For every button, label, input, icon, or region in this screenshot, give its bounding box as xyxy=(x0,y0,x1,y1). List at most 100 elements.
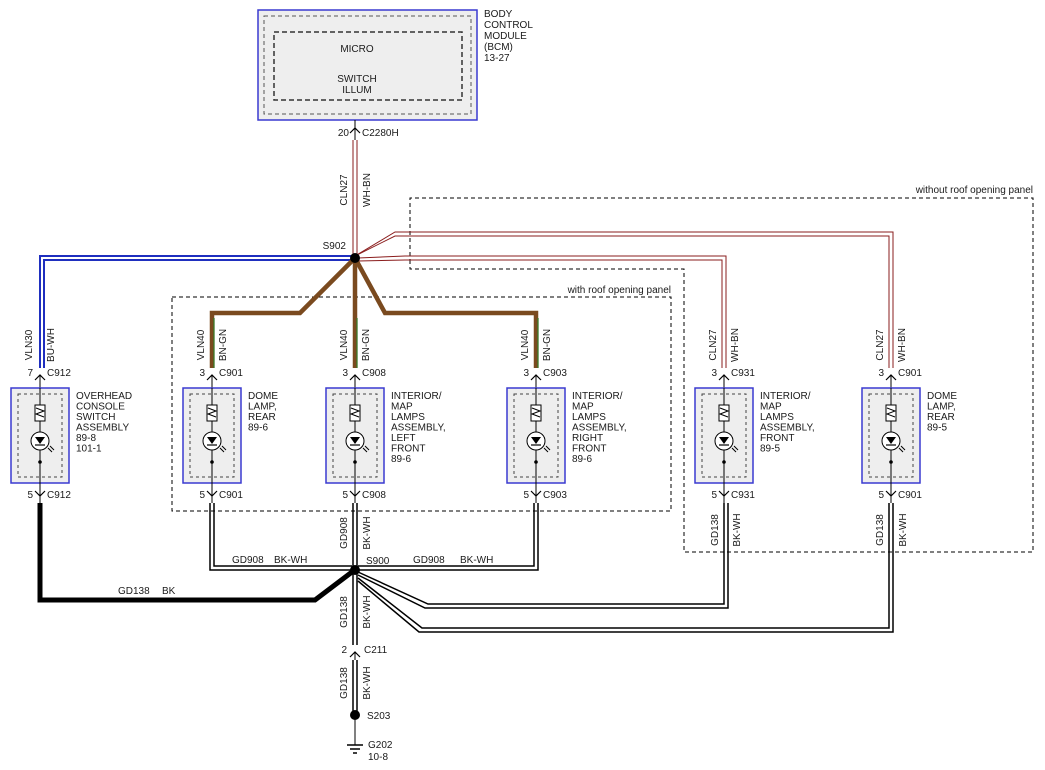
connector-chevron-icon xyxy=(718,490,730,497)
feed-wire-with-roof xyxy=(209,256,539,378)
gw-trunk-lower-circuit: GD138 xyxy=(339,667,350,699)
pin-out: 5 xyxy=(711,490,717,501)
ground-name: G202 xyxy=(368,740,393,751)
inline-connector-c211 xyxy=(349,645,361,660)
component-name-line: 89-8 xyxy=(76,433,96,444)
gw-right-map-color: BK-WH xyxy=(460,555,493,566)
bcm-wire-color: WH-BN xyxy=(362,173,373,207)
region-without-roof-outline xyxy=(409,197,1034,553)
splice-s902 xyxy=(350,253,360,263)
gw-left-front-circuit: GD908 xyxy=(339,517,350,549)
component-name-line: LEFT xyxy=(391,433,415,444)
c211-pin: 2 xyxy=(341,645,347,656)
component-name-line: FRONT xyxy=(391,444,425,455)
component-name-line: 89-5 xyxy=(760,444,780,455)
pin-out: 5 xyxy=(27,490,33,501)
ground-wires xyxy=(37,503,894,745)
component-name-line: RIGHT xyxy=(572,433,603,444)
component-name-line: 89-5 xyxy=(927,423,947,434)
component-name-line: ASSEMBLY, xyxy=(391,423,446,434)
gw-rear-dome-circuit: GD138 xyxy=(875,514,886,546)
wire-circuit: VLN40 xyxy=(339,329,350,360)
wire-color: BN-GN xyxy=(361,329,372,361)
svg-text:BODY: BODY xyxy=(484,9,513,20)
connector-in: C908 xyxy=(362,368,386,379)
component-name-line: FRONT xyxy=(760,433,794,444)
wire-circuit: VLN30 xyxy=(24,329,35,360)
splice-s900-label: S900 xyxy=(366,556,390,567)
wire-circuit: VLN40 xyxy=(520,329,531,360)
pin-in: 3 xyxy=(199,368,205,379)
wire-color: BN-GN xyxy=(542,329,553,361)
component-name-line: SWITCH xyxy=(76,412,115,423)
connector-in: C901 xyxy=(898,368,922,379)
pin-out: 5 xyxy=(199,490,205,501)
wire-circuit: CLN27 xyxy=(708,329,719,361)
feed-wire-overhead-console xyxy=(39,255,355,378)
gw-left-dome-circuit: GD908 xyxy=(232,555,264,566)
pin-out: 5 xyxy=(523,490,529,501)
bcm-connector: C2280H xyxy=(362,128,399,139)
gw-front-map-color: BK-WH xyxy=(732,513,743,546)
ground-ref: 10-8 xyxy=(368,752,388,763)
component-name-line: FRONT xyxy=(572,444,606,455)
gw-right-map-circuit: GD908 xyxy=(413,555,445,566)
gw-left-front-color: BK-WH xyxy=(362,516,373,549)
bcm-switch-label: SWITCH xyxy=(337,74,376,85)
ground-symbol-icon xyxy=(347,744,363,754)
bcm-pin: 20 xyxy=(338,128,350,139)
component-name-line: ASSEMBLY, xyxy=(760,423,815,434)
connector-chevron-icon xyxy=(34,490,46,497)
gw-trunk-upper-color: BK-WH xyxy=(362,595,373,628)
wire-circuit: VLN40 xyxy=(196,329,207,360)
pin-in: 3 xyxy=(878,368,884,379)
component-name-line: DOME xyxy=(927,391,957,402)
region-without-roof-label: without roof opening panel xyxy=(915,185,1033,196)
connector-out: C931 xyxy=(731,490,755,501)
wire-color: WH-BN xyxy=(897,328,908,362)
splice-s902-label: S902 xyxy=(323,241,347,252)
feed-wire-without-roof xyxy=(354,231,894,378)
bcm-connector-chevron xyxy=(349,127,361,134)
connector-out: C901 xyxy=(219,490,243,501)
component-name-line: INTERIOR/ xyxy=(572,391,623,402)
bcm-illum-label: ILLUM xyxy=(342,85,371,96)
component-name-line: 89-6 xyxy=(391,454,411,465)
component-name-line: MAP xyxy=(572,402,594,413)
splice-s203-label: S203 xyxy=(367,711,391,722)
component-name-line: 89-6 xyxy=(248,423,268,434)
component-name-line: LAMPS xyxy=(391,412,425,423)
connector-chevron-icon xyxy=(530,490,542,497)
gw-left-dome-color: BK-WH xyxy=(274,555,307,566)
connector-out: C912 xyxy=(47,490,71,501)
pin-in: 7 xyxy=(27,368,33,379)
component-name-line: LAMPS xyxy=(572,412,606,423)
pin-out: 5 xyxy=(878,490,884,501)
connector-in: C903 xyxy=(543,368,567,379)
pin-in: 3 xyxy=(342,368,348,379)
gw-front-map-circuit: GD138 xyxy=(710,514,721,546)
component-name-line: MAP xyxy=(760,402,782,413)
component-name-line: REAR xyxy=(927,412,955,423)
component-name-line: ASSEMBLY, xyxy=(572,423,627,434)
region-with-roof-label: with roof opening panel xyxy=(567,285,671,296)
gw-left-main-circuit: GD138 xyxy=(118,586,150,597)
connector-in: C901 xyxy=(219,368,243,379)
c211-name: C211 xyxy=(364,645,388,656)
component-name-line: 89-6 xyxy=(572,454,592,465)
pin-out: 5 xyxy=(342,490,348,501)
bcm-feed-wire xyxy=(352,140,358,256)
splice-s203 xyxy=(350,710,360,720)
bcm-micro-label: MICRO xyxy=(340,44,374,55)
connector-in: C931 xyxy=(731,368,755,379)
component-name-line: MAP xyxy=(391,402,413,413)
bcm-module: MICRO SWITCH ILLUM xyxy=(257,9,478,121)
connector-out: C903 xyxy=(543,490,567,501)
svg-text:MODULE: MODULE xyxy=(484,31,527,42)
component-name-line: INTERIOR/ xyxy=(760,391,811,402)
component-name-line: REAR xyxy=(248,412,276,423)
